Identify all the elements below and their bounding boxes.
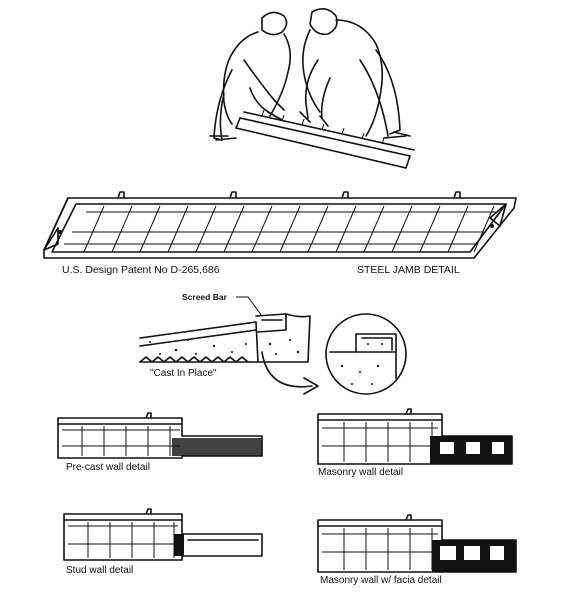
cast-in-place-drawing	[139, 296, 407, 395]
concrete-stipple	[149, 339, 300, 355]
jamb-in-hands-grid	[261, 109, 385, 145]
stud-wall-label: Stud wall detail	[66, 565, 134, 576]
steel-jamb-drawing	[43, 191, 517, 259]
masonry-facia-label: Masonry wall w/ facia detail	[320, 575, 442, 586]
precast-wall-drawing	[57, 412, 263, 459]
workers-figures	[209, 8, 411, 141]
precast-wall-label: Pre-cast wall detail	[66, 462, 150, 473]
jamb-detail-label: STEEL JAMB DETAIL	[357, 264, 460, 276]
magnified-stipple	[340, 343, 383, 385]
masonry-facia-drawing	[317, 514, 517, 573]
masonry-wall-label: Masonry wall detail	[318, 467, 404, 478]
jamb-in-hands	[235, 111, 415, 169]
screed-bar-label: Screed Bar	[182, 292, 227, 302]
cast-in-place-label: "Cast In Place"	[150, 368, 217, 379]
stud-wall-drawing	[63, 508, 263, 561]
patent-label: U.S. Design Patent No D-265,686	[62, 264, 220, 276]
masonry-wall-drawing	[317, 408, 513, 465]
